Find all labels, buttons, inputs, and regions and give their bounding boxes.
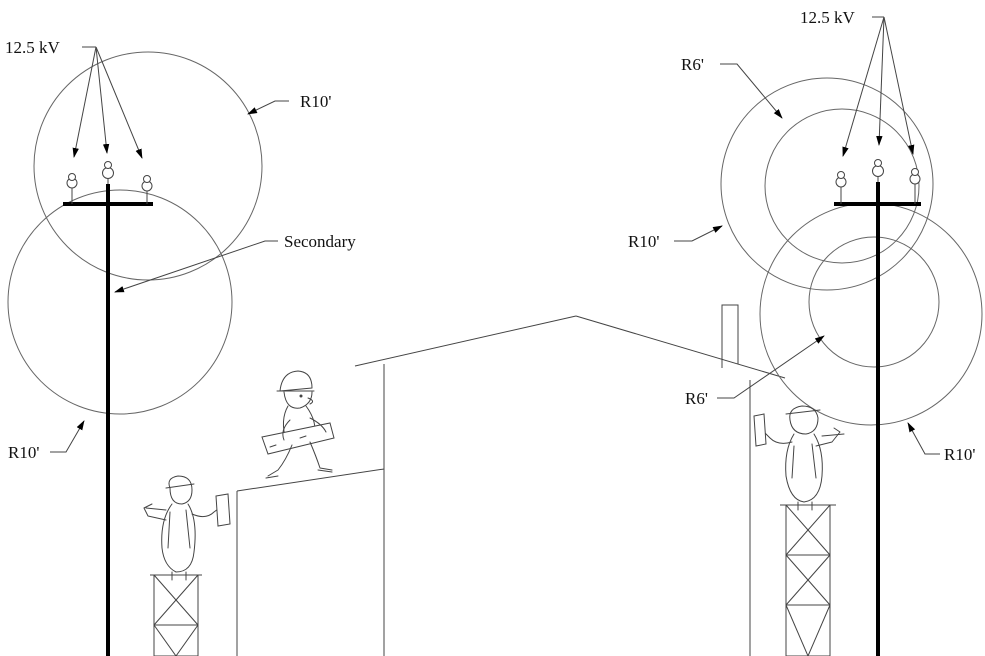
right-r6-lower-label: R6' — [685, 389, 708, 408]
chimney — [721, 304, 739, 368]
right-clearance-circle-inner-lower — [808, 236, 940, 368]
left-scaffold-worker — [143, 475, 231, 656]
right-pole-assembly: 12.5 kV R6' R10' R6' R10' — [628, 8, 983, 656]
left-insulator-center — [102, 161, 114, 184]
left-clearance-circle-upper — [33, 51, 263, 281]
left-voltage-label: 12.5 kV — [5, 38, 61, 57]
right-insulator-left — [835, 171, 847, 204]
left-pole-assembly: 12.5 kV R10' Secondary R10' — [5, 38, 356, 656]
right-r6-upper-label: R6' — [681, 55, 704, 74]
worker-carrying-board — [261, 370, 335, 479]
right-r10-left-label: R10' — [628, 232, 659, 251]
right-r10-right-label: R10' — [944, 445, 975, 464]
right-clearance-circle-inner-upper — [764, 108, 920, 264]
left-r10-lower-label: R10' — [8, 443, 39, 462]
secondary-label: Secondary — [284, 232, 356, 251]
plank — [236, 468, 385, 492]
left-r10-upper-label: R10' — [300, 92, 331, 111]
right-scaffold-worker — [753, 405, 845, 656]
right-scaffold — [780, 504, 836, 656]
right-insulator-center — [872, 159, 884, 182]
left-insulator-right — [141, 175, 153, 204]
right-clearance-circle-outer-lower — [759, 202, 983, 426]
right-voltage-label: 12.5 kV — [800, 8, 856, 27]
left-insulator-left — [66, 173, 78, 204]
building — [236, 304, 786, 656]
left-scaffold — [150, 574, 202, 656]
left-clearance-circle-lower — [7, 189, 233, 415]
right-clearance-circle-outer-upper — [720, 77, 934, 291]
right-insulator-right — [909, 168, 921, 204]
